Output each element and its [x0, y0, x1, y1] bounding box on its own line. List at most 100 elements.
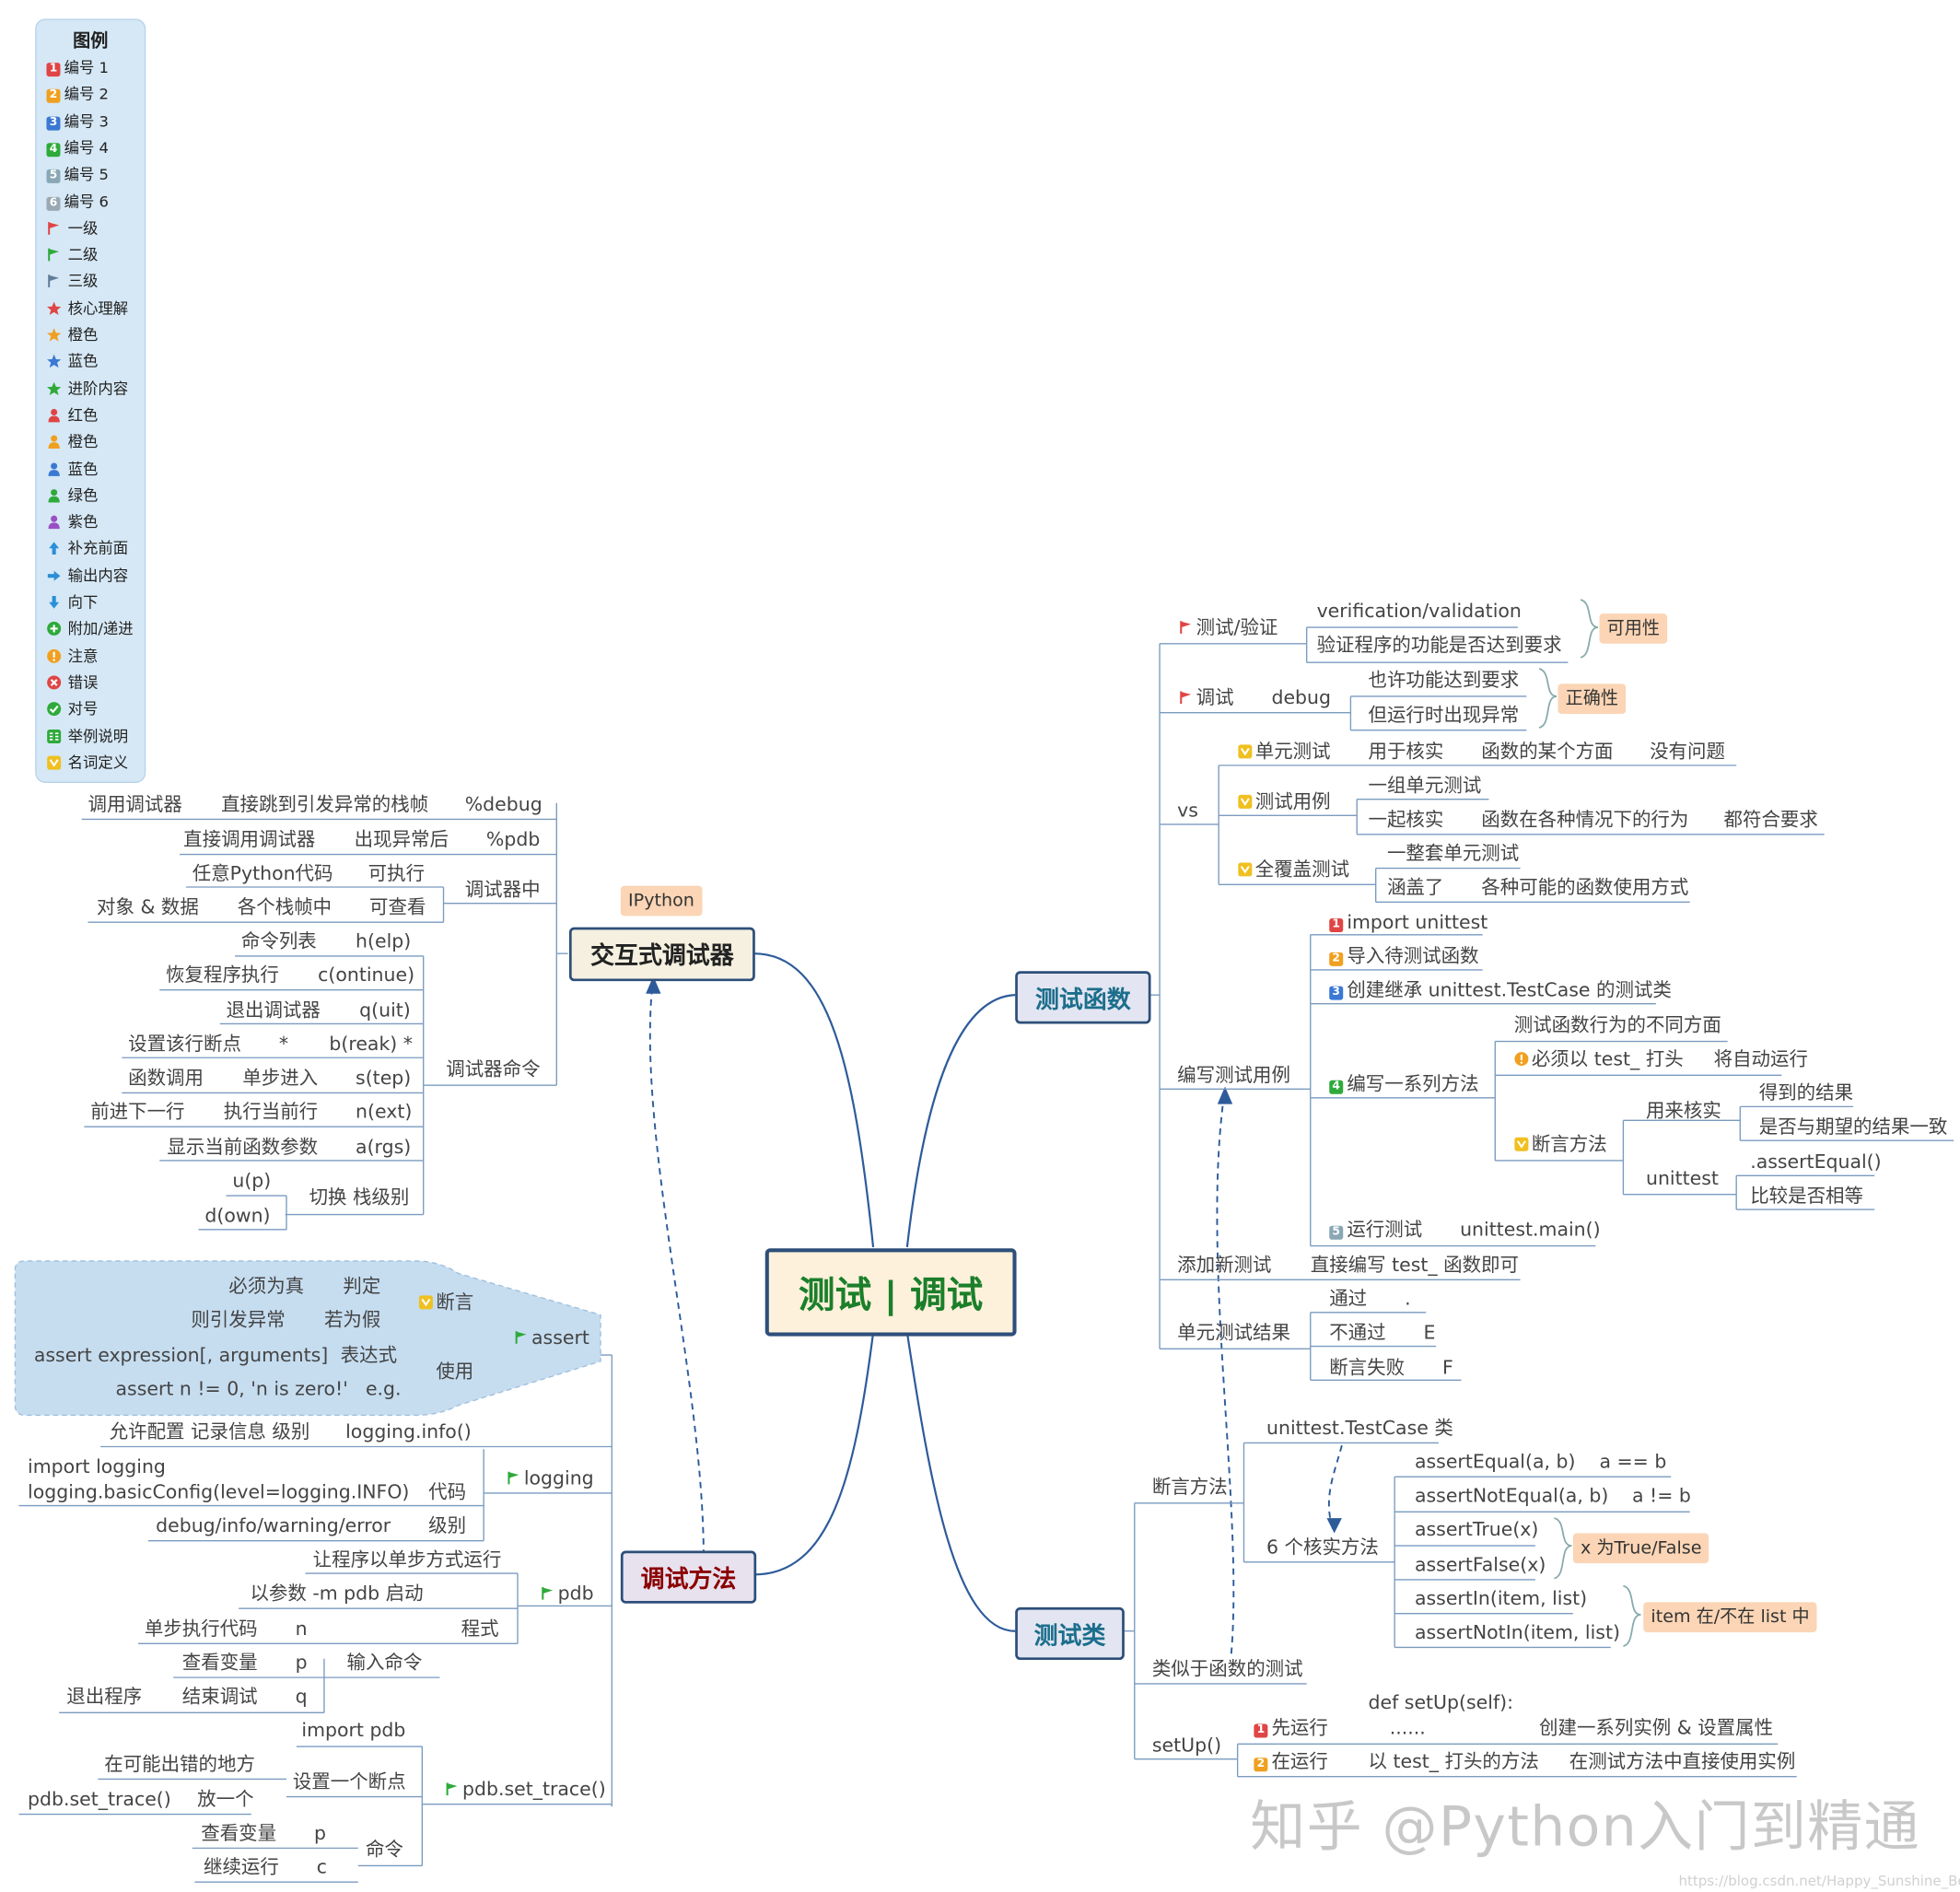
node-case-together[interactable]: 一起核实 — [1369, 808, 1444, 831]
node-pdb-q[interactable]: q — [296, 1685, 308, 1708]
node-w-auto[interactable]: 将自动运行 — [1714, 1047, 1808, 1070]
node-logging[interactable]: logging — [507, 1466, 594, 1489]
node-res-dot[interactable]: . — [1405, 1288, 1411, 1311]
node-st-where[interactable]: 在可能出错的地方 — [104, 1753, 255, 1776]
node-su-tests[interactable]: 以 test_ 打头的方法 — [1369, 1750, 1539, 1773]
node-cmd-help[interactable]: h(elp) — [356, 929, 411, 952]
node-lg-level[interactable]: 级别 — [428, 1514, 466, 1537]
node-cmd-next[interactable]: n(ext) — [356, 1101, 412, 1124]
node-cmd-fcall[interactable]: 函数调用 — [128, 1067, 204, 1090]
node-dbg2-ok[interactable]: 也许功能达到要求 — [1369, 669, 1520, 692]
node-as-true[interactable]: 必须为真 — [228, 1275, 304, 1298]
node-cmd-setbp[interactable]: 设置该行断点 — [128, 1033, 241, 1056]
node-dbg-direct[interactable]: 直接调用调试器 — [183, 828, 315, 851]
node-st-import[interactable]: import pdb — [301, 1719, 405, 1742]
node-unit-ok[interactable]: 没有问题 — [1650, 741, 1725, 764]
node-cmd-fwd[interactable]: 前进下一行 — [90, 1101, 184, 1124]
node-pdb-n[interactable]: n — [296, 1618, 308, 1641]
node-w-assert[interactable]: 断言方法 — [1514, 1133, 1607, 1155]
node-cover-set[interactable]: 一整套单元测试 — [1387, 842, 1519, 865]
node-st-view[interactable]: 查看变量 — [201, 1822, 276, 1845]
node-dbg-any[interactable]: 任意Python代码 — [192, 862, 333, 885]
node-res-E[interactable]: E — [1424, 1321, 1436, 1344]
node-cmd-list[interactable]: 命令列表 — [241, 929, 317, 952]
node-unit[interactable]: 单元测试 — [1238, 741, 1331, 763]
node-w-unittest[interactable]: unittest — [1646, 1167, 1719, 1190]
debugger-topic[interactable]: 交互式调试器 — [568, 927, 755, 982]
node-tc-notin[interactable]: assertNotIn(item, list) — [1415, 1621, 1620, 1644]
node-pdb-exit[interactable]: 退出程序 — [66, 1685, 142, 1708]
node-res-fail[interactable]: 不通过 — [1329, 1321, 1385, 1344]
node-assert[interactable]: assert — [514, 1326, 589, 1349]
node-w-expected[interactable]: 是否与期望的结果一致 — [1759, 1115, 1948, 1139]
test-function-topic[interactable]: 测试函数 — [1015, 971, 1151, 1024]
node-tc-false[interactable]: assertFalse(x) — [1415, 1553, 1546, 1576]
node-unit-aspect[interactable]: 函数的某个方面 — [1481, 741, 1613, 764]
node-lg-cfg[interactable]: 允许配置 记录信息 级别 — [110, 1420, 310, 1443]
node-as-expr-label[interactable]: 表达式 — [341, 1344, 397, 1367]
node-cmd-args[interactable]: a(rgs) — [356, 1136, 411, 1159]
node-write-cases[interactable]: 编写测试用例 — [1177, 1064, 1290, 1087]
node-as-judge[interactable]: 判定 — [343, 1275, 380, 1298]
node-w-aspects[interactable]: 测试函数行为的不同方面 — [1514, 1014, 1721, 1037]
node-set-trace[interactable]: pdb.set_trace() — [445, 1778, 606, 1801]
node-cmd-continue[interactable]: c(ontinue) — [318, 964, 414, 987]
node-dbg-view[interactable]: 可查看 — [369, 896, 426, 919]
node-w-result[interactable]: 得到的结果 — [1759, 1081, 1853, 1104]
node-tc-ne-r[interactable]: a != b — [1632, 1484, 1691, 1507]
node-tc-eq-r[interactable]: a == b — [1599, 1451, 1666, 1474]
test-class-topic[interactable]: 测试类 — [1015, 1606, 1125, 1661]
node-tc-similar[interactable]: 类似于函数的测试 — [1152, 1657, 1303, 1680]
node-pdb-single[interactable]: 单步执行代码 — [145, 1618, 258, 1641]
node-cover-all[interactable]: 涵盖了 — [1387, 876, 1443, 899]
node-tv[interactable]: 测试/验证 — [1179, 616, 1278, 638]
node-add-direct[interactable]: 直接编写 test_ 函数即可 — [1311, 1254, 1519, 1277]
node-case-group[interactable]: 一组单元测试 — [1369, 774, 1482, 797]
node-w-main[interactable]: unittest.main() — [1460, 1219, 1601, 1242]
node-su-create[interactable]: 创建一系列实例 & 设置属性 — [1539, 1716, 1773, 1739]
node-res[interactable]: 单元测试结果 — [1177, 1321, 1290, 1344]
node-res-F[interactable]: F — [1442, 1356, 1453, 1379]
node-res-pass[interactable]: 通过 — [1329, 1288, 1367, 1311]
node-st-cont[interactable]: 继续运行 — [204, 1856, 279, 1879]
node-lg-levels[interactable]: debug/info/warning/error — [156, 1514, 391, 1537]
node-su-def[interactable]: def setUp(self): — [1369, 1691, 1514, 1714]
node-as-assert-def[interactable]: 断言 — [418, 1291, 473, 1314]
node-dbg-frames[interactable]: 各个栈帧中 — [238, 896, 332, 919]
node-cmd-quit[interactable]: q(uit) — [359, 999, 411, 1022]
node-dbg-pdb[interactable]: %pdb — [486, 828, 540, 851]
node-vs[interactable]: vs — [1177, 800, 1198, 823]
node-cmd-showargs[interactable]: 显示当前函数参数 — [167, 1136, 318, 1159]
node-lg-info[interactable]: logging.info() — [345, 1420, 472, 1443]
node-su-use[interactable]: 在测试方法中直接使用实例 — [1569, 1750, 1796, 1773]
node-case-meet[interactable]: 都符合要求 — [1724, 808, 1818, 831]
node-add[interactable]: 添加新测试 — [1177, 1254, 1271, 1277]
node-cmd-exit[interactable]: 退出调试器 — [227, 999, 321, 1022]
node-st-c[interactable]: c — [317, 1856, 327, 1879]
node-lg-code1[interactable]: import logging — [28, 1455, 166, 1478]
node-pdb-p[interactable]: p — [296, 1652, 308, 1675]
node-w-aeq[interactable]: .assertEqual() — [1750, 1150, 1881, 1174]
node-st-put[interactable]: 放一个 — [197, 1788, 253, 1811]
node-tv-vv[interactable]: verification/validation — [1317, 600, 1522, 623]
node-lg-code2[interactable]: logging.basicConfig(level=logging.INFO) — [28, 1480, 409, 1503]
node-dbg-debug[interactable]: %debug — [465, 793, 542, 816]
node-su[interactable]: setUp() — [1152, 1734, 1221, 1757]
node-cmd-up[interactable]: u(p) — [232, 1169, 271, 1192]
node-cmd-execline[interactable]: 执行当前行 — [224, 1101, 318, 1124]
node-dbg2-debug[interactable]: debug — [1271, 686, 1331, 709]
node-cover-ways[interactable]: 各种可能的函数使用方式 — [1481, 876, 1688, 899]
node-as-use[interactable]: 使用 — [436, 1361, 473, 1384]
node-res-afail[interactable]: 断言失败 — [1329, 1356, 1405, 1379]
node-dbg-exc[interactable]: 出现异常后 — [355, 828, 449, 851]
node-pdb-view[interactable]: 查看变量 — [182, 1652, 258, 1675]
node-cmd-resume[interactable]: 恢复程序执行 — [166, 964, 279, 987]
node-lg-code-label[interactable]: 代码 — [428, 1480, 466, 1503]
node-as-false[interactable]: 若为假 — [324, 1309, 380, 1332]
root-topic[interactable]: 测试 | 调试 — [764, 1248, 1017, 1337]
